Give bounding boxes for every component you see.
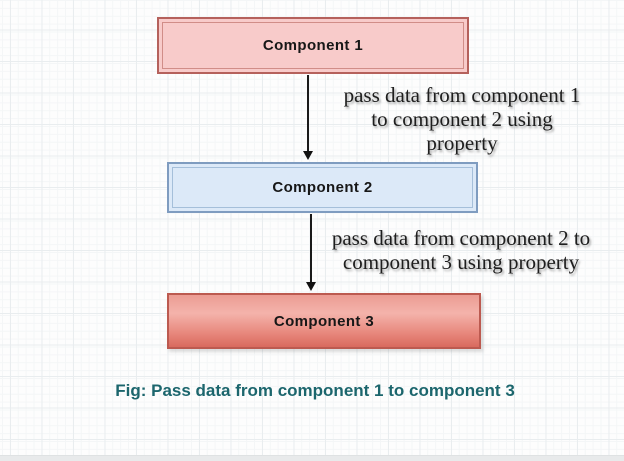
arrow-1-head-icon [303, 151, 313, 160]
arrow-2-line [310, 214, 312, 283]
box-component-1-label: Component 1 [262, 37, 364, 54]
arrow-1-label: pass data from component 1 to component … [344, 83, 581, 155]
arrow-1-label-line: property [426, 131, 498, 155]
box-component-2-label: Component 2 [272, 179, 373, 196]
arrow-2-head-icon [306, 282, 316, 291]
box-component-3-label: Component 3 [273, 312, 375, 330]
arrow-1-line [307, 75, 309, 152]
box-component-3: Component 3 [167, 293, 481, 349]
box-component-1: Component 1 [157, 17, 469, 74]
arrow-2-label-line: pass data from component 2 to [331, 226, 591, 250]
figure-caption: Fig: Pass data from component 1 to compo… [115, 381, 515, 400]
arrow-2-label: pass data from component 2 to component … [332, 226, 590, 274]
box-component-2: Component 2 [167, 162, 478, 213]
arrow-2-label-line: component 3 using property [342, 250, 580, 274]
arrow-1-label-line: to component 2 using [371, 107, 553, 131]
arrow-1-label-line: pass data from component 1 [343, 83, 581, 107]
bottom-edge-strip [0, 455, 624, 461]
